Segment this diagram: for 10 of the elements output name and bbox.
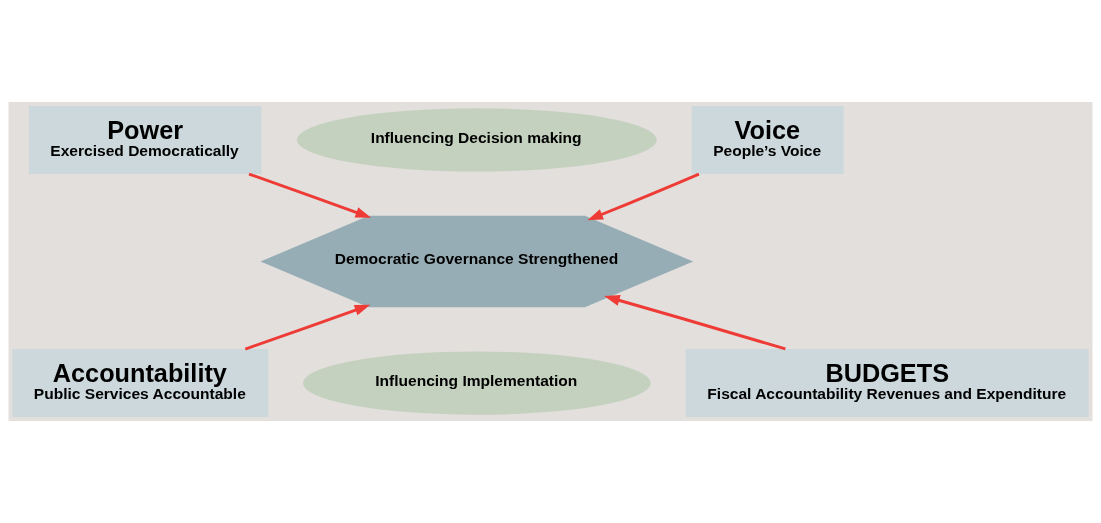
arrow bbox=[244, 304, 371, 351]
node-ellipse: Influencing Decision making bbox=[296, 108, 657, 172]
node-ellipse: Influencing Implementation bbox=[302, 351, 651, 415]
node-box: Power Exercised Democratically bbox=[28, 105, 262, 174]
node-box: Accountability Public Services Accountable bbox=[12, 349, 269, 418]
node-box: BUDGETS Fiscal Accountability Revenues and Expenditure bbox=[685, 349, 1089, 418]
arrow bbox=[248, 172, 372, 218]
node-box: Voice People’s Voice bbox=[691, 105, 844, 174]
arrow bbox=[587, 172, 700, 221]
arrow bbox=[604, 295, 786, 351]
